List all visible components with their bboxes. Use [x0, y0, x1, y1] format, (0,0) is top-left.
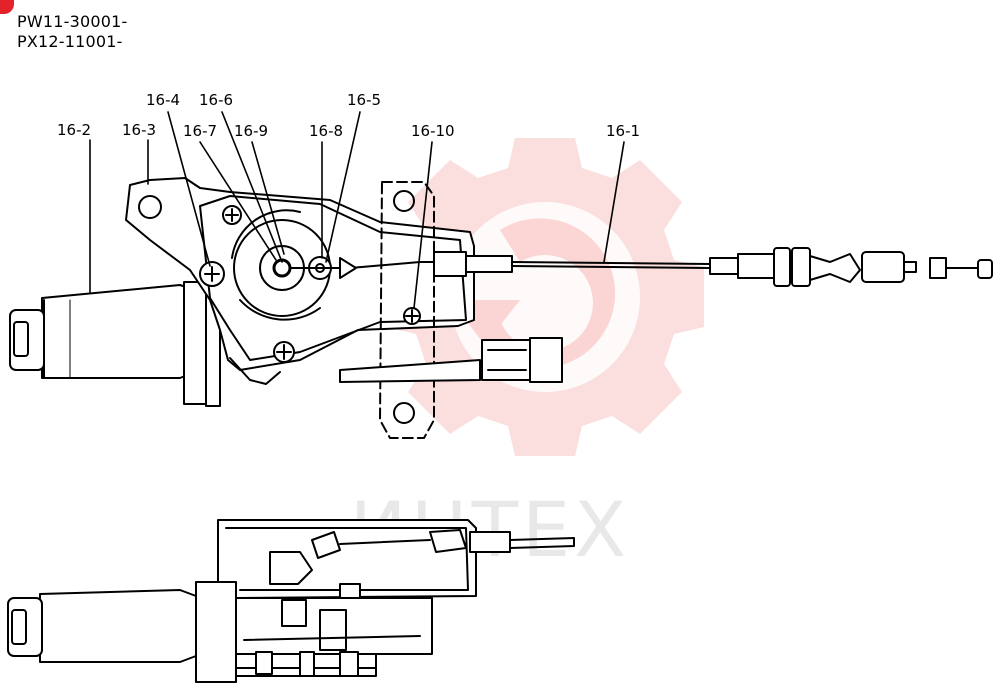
screw-16-10: [403, 307, 421, 325]
side-view-assembly: [7, 519, 575, 683]
bolt-upper: [222, 205, 242, 225]
cable-16-1: [511, 247, 993, 287]
callout-16-3: 16-3: [122, 121, 156, 139]
callout-16-2: 16-2: [57, 121, 91, 139]
cable-end-fitting: [433, 251, 467, 277]
serial-range-1: PW11-30001-: [17, 12, 128, 31]
mounting-bracket: [379, 181, 435, 439]
motor-body: [9, 279, 221, 407]
serial-range-2: PX12-11001-: [17, 32, 123, 51]
callout-16-5: 16-5: [347, 91, 381, 109]
callout-16-10: 16-10: [411, 122, 455, 140]
callout-16-6: 16-6: [199, 91, 233, 109]
callout-labels: 16-4 16-6 16-5 16-2 16-3 16-7 16-9 16-8 …: [57, 91, 640, 140]
brand-corner-icon: [0, 0, 14, 14]
leader-lines: [89, 111, 625, 309]
callout-16-7: 16-7: [183, 122, 217, 140]
wire-connector: [339, 337, 563, 383]
callout-16-8: 16-8: [309, 122, 343, 140]
callout-16-9: 16-9: [234, 122, 268, 140]
bolt-lower: [273, 341, 295, 363]
callout-16-1: 16-1: [606, 122, 640, 140]
callout-16-4: 16-4: [146, 91, 180, 109]
wire-lead: [229, 357, 281, 385]
bolt-16-4: [199, 261, 225, 287]
